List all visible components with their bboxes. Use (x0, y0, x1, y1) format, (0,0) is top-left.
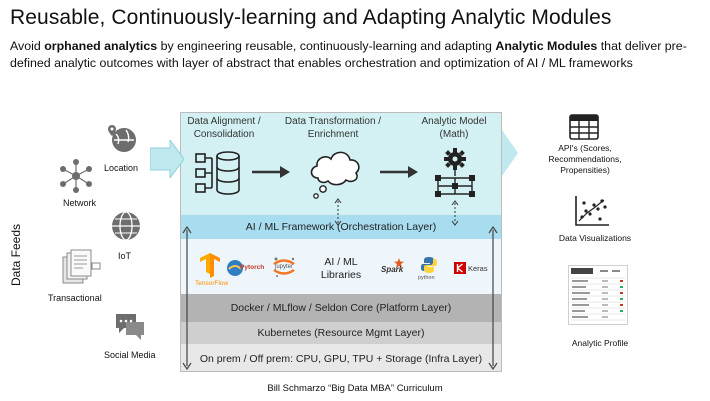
kubernetes-layer: Kubernetes (Resource Mgmt Layer) (180, 322, 502, 344)
feed-label-transactional: Transactional (48, 293, 102, 303)
social-media-chat-icon (116, 314, 144, 340)
connector-cloud-orchestration (334, 198, 342, 226)
platform-layer-label: Docker / MLflow / Seldon Core (Platform … (230, 302, 452, 314)
footer-credit: Bill Schmarzo “Big Data MBA” Curriculum (267, 383, 443, 394)
stage-label-model-2: (Math) (439, 129, 469, 140)
tensorflow-logo-icon (200, 253, 220, 278)
spark-label: Spark (381, 265, 404, 274)
keras-label: Keras (468, 264, 488, 273)
apis-label-line3: Propensities) (560, 165, 610, 175)
stage-label-transformation-1: Data Transformation / (284, 116, 382, 127)
infra-layer-label: On prem / Off prem: CPU, GPU, TPU + Stor… (199, 353, 483, 365)
analytic-model-gear-icon (435, 148, 475, 197)
page-title: Reusable, Continuously-learning and Adap… (10, 6, 612, 29)
iot-globe-icon (112, 211, 140, 241)
apis-label-line1: API's (Scores, (558, 143, 612, 153)
flow-arrow-1 (252, 166, 290, 178)
feed-label-network: Network (63, 198, 97, 208)
network-icon (60, 159, 92, 193)
kubernetes-layer-label: Kubernetes (Resource Mgmt Layer) (257, 327, 425, 339)
page-subtitle: Avoid orphaned analytics by engineering … (10, 39, 687, 70)
input-chevron-arrow (150, 140, 184, 178)
orchestration-layer: AI / ML Framework (Orchestration Layer) (180, 215, 502, 239)
data-feeds-label: Data Feeds (9, 223, 23, 287)
connector-model-orchestration (451, 200, 459, 226)
jupyter-label: jupyter (275, 264, 294, 270)
analytic-module-panel (180, 112, 502, 372)
visualizations-label: Data Visualizations (558, 233, 632, 243)
analytic-profile-thumbnail-icon (568, 265, 628, 325)
analytic-profile-label: Analytic Profile (571, 338, 629, 348)
stack-arrow-right (488, 226, 498, 370)
globe-location-icon (108, 125, 136, 152)
output-chevron-arrow (502, 130, 518, 176)
apis-label-line2: Recommendations, (548, 154, 622, 164)
stack-arrow-left (182, 226, 192, 370)
stage-label-alignment-1: Data Alignment / (187, 116, 261, 127)
flow-arrow-2 (380, 166, 418, 178)
feed-label-location: Location (104, 163, 139, 173)
libraries-label-line2: Libraries (320, 269, 362, 281)
stage-label-model-1: Analytic Model (421, 116, 487, 127)
feed-label-iot: IoT (118, 251, 132, 261)
orchestration-layer-label: AI / ML Framework (Orchestration Layer) (245, 221, 437, 233)
python-label: python (418, 275, 435, 281)
jupyter-logo-icon (273, 257, 295, 277)
infra-layer: On prem / Off prem: CPU, GPU, TPU + Stor… (180, 344, 502, 372)
pytorch-logo-icon (227, 260, 243, 276)
api-table-icon (569, 114, 599, 140)
feed-label-social-media: Social Media (104, 350, 156, 360)
stage-label-transformation-2: Enrichment (307, 129, 359, 140)
libraries-label-line1: AI / ML (324, 256, 358, 268)
data-visualization-icon (575, 196, 609, 226)
libraries-layer: AI / ML Libraries (180, 239, 502, 294)
enrichment-cloud-icon (310, 151, 360, 199)
platform-layer: Docker / MLflow / Seldon Core (Platform … (180, 294, 502, 322)
keras-logo-icon (454, 262, 466, 274)
spark-logo-icon (394, 258, 404, 268)
python-logo-icon (421, 257, 437, 273)
pytorch-label: Pytorch (240, 264, 265, 271)
data-consolidation-icon (195, 151, 240, 195)
transactional-icon (62, 249, 101, 284)
stage-label-alignment-2: Consolidation (193, 129, 255, 140)
tensorflow-label: TensorFlow (195, 280, 229, 287)
